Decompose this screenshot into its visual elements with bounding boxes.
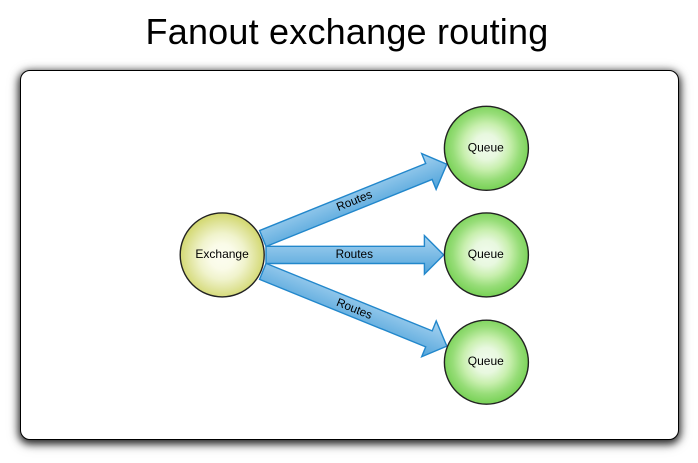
svg-text:Queue: Queue: [468, 247, 504, 261]
svg-text:Queue: Queue: [468, 354, 504, 368]
svg-text:Exchange: Exchange: [195, 247, 249, 261]
svg-text:Routes: Routes: [336, 247, 373, 261]
svg-text:Queue: Queue: [468, 140, 504, 154]
